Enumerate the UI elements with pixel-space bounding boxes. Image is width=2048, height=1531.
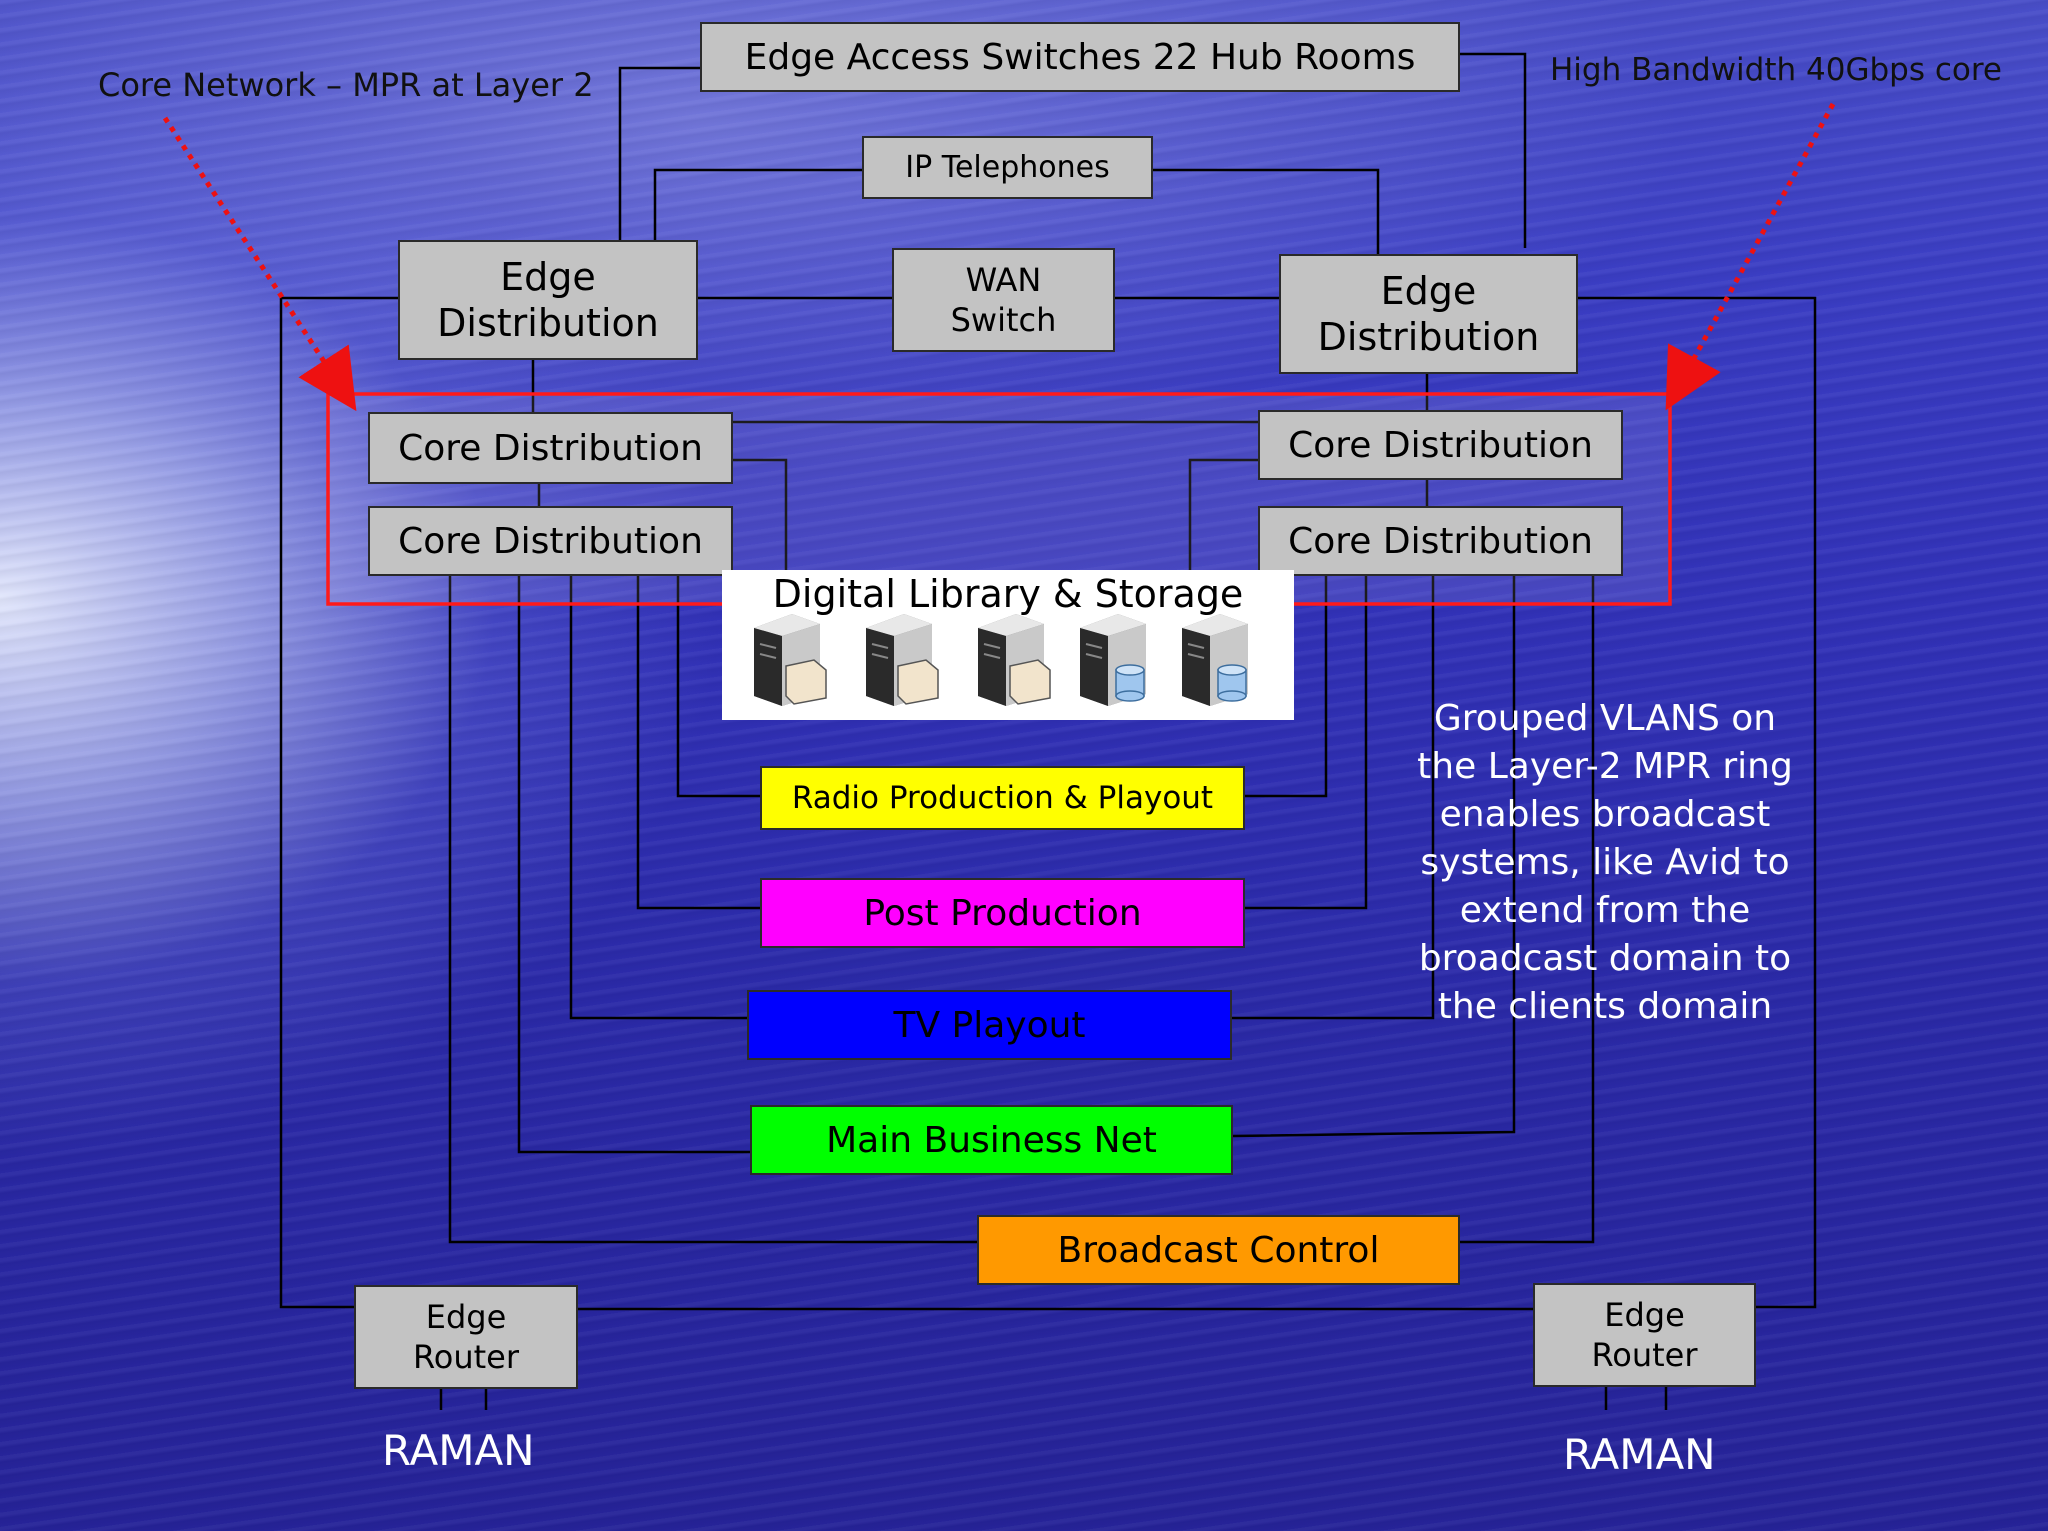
high-bandwidth-arrow [1665, 102, 1836, 411]
broadcast-control-box: Broadcast Control [977, 1215, 1460, 1285]
high-bandwidth-label: High Bandwidth 40Gbps core [1550, 52, 2002, 88]
core-distribution-box: Core Distribution [368, 506, 733, 576]
edge-router-left-box: Edge Router [354, 1285, 578, 1389]
edge-access-switches-box: Edge Access Switches 22 Hub Rooms [700, 22, 1460, 92]
file-server-icon [754, 614, 827, 706]
main-business-net-box: Main Business Net [750, 1105, 1233, 1175]
vlan-note: Grouped VLANS on the Layer-2 MPR ring en… [1417, 698, 1793, 1027]
core-network-label: Core Network – MPR at Layer 2 [98, 66, 594, 104]
digital-library-panel: Digital Library & Storage [722, 570, 1294, 720]
raman-right-label: RAMAN [1563, 1430, 1716, 1479]
database-server-icon [1080, 614, 1146, 706]
raman-left-label: RAMAN [382, 1426, 535, 1475]
radio-production-box: Radio Production & Playout [760, 766, 1245, 830]
edge-distribution-right-box: Edge Distribution [1279, 254, 1578, 374]
ip-telephones-box: IP Telephones [862, 136, 1153, 199]
core-distribution-box: Core Distribution [1258, 410, 1623, 480]
edge-router-right-box: Edge Router [1533, 1283, 1756, 1387]
tv-playout-box: TV Playout [747, 990, 1232, 1060]
digital-library-title: Digital Library & Storage [772, 572, 1244, 616]
core-distribution-box: Core Distribution [368, 412, 733, 484]
database-server-icon [1182, 614, 1248, 706]
edge-distribution-left-box: Edge Distribution [398, 240, 698, 360]
file-server-icon [866, 614, 939, 706]
file-server-icon [978, 614, 1051, 706]
core-distribution-box: Core Distribution [1258, 506, 1623, 576]
post-production-box: Post Production [760, 878, 1245, 948]
wan-switch-box: WAN Switch [892, 248, 1115, 352]
core-network-arrow [162, 116, 357, 412]
